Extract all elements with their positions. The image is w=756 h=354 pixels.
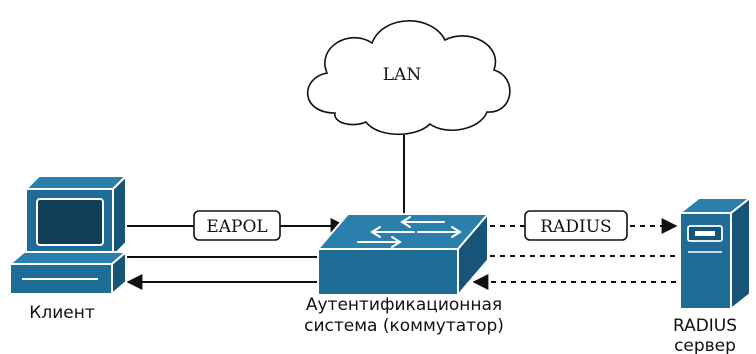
- radius-label: RADIUS: [540, 217, 611, 237]
- server-tower-icon: [679, 197, 751, 310]
- eapol-label: EAPOL: [206, 217, 267, 237]
- radius-box: [524, 210, 628, 241]
- client-label: Клиент: [29, 303, 95, 323]
- lan-cloud: LAN: [306, 20, 511, 135]
- switch-label-line1: Аутентификационная: [306, 295, 502, 315]
- eapol-box: [193, 210, 281, 241]
- client-computer-icon: [9, 175, 127, 295]
- server-label-line1: RADIUS: [673, 316, 737, 336]
- server-label-line2: сервер: [674, 336, 736, 354]
- switch-icon: [317, 213, 489, 296]
- switch-label-line2: система (коммутатор): [304, 316, 504, 336]
- lan-label: LAN: [383, 65, 422, 85]
